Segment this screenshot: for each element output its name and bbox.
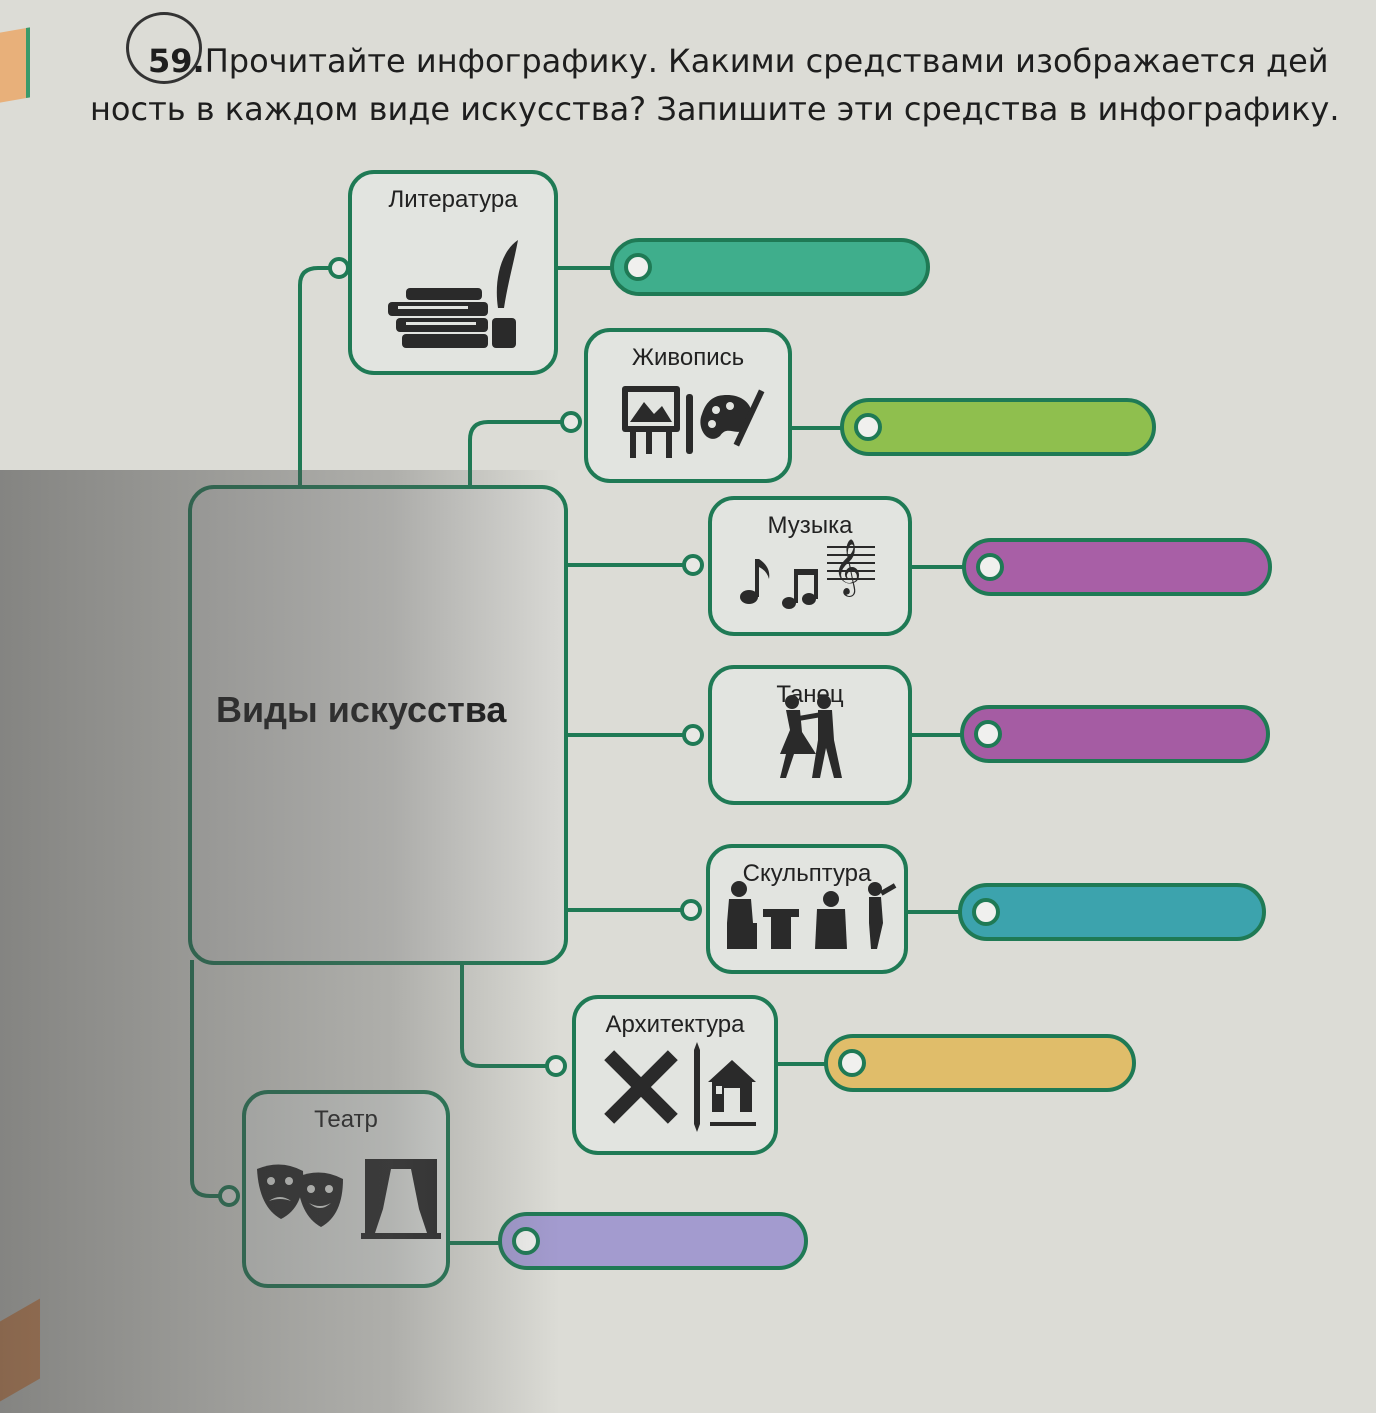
art-node-painting: Живопись	[584, 328, 792, 483]
task-title-line-1: 59.Прочитайте инфографику. Какими средст…	[148, 42, 1329, 80]
masks-stage-icon	[246, 1149, 446, 1244]
connector-painting	[468, 420, 570, 485]
answer-field-painting[interactable]	[840, 398, 1156, 456]
answer-dot-sculpture	[972, 898, 1000, 926]
connector-architecture	[460, 965, 555, 1068]
answer-dot-music	[976, 553, 1004, 581]
art-node-architecture: Архитектура	[572, 995, 778, 1155]
art-label-music: Музыка	[767, 512, 853, 539]
answer-field-architecture[interactable]	[824, 1034, 1136, 1092]
art-node-music: Музыка 𝄞	[708, 496, 912, 636]
connector-dot-architecture	[545, 1055, 567, 1077]
connector-literature	[298, 266, 340, 485]
connector-theatre	[190, 960, 228, 1198]
answer-field-sculpture[interactable]	[958, 883, 1266, 941]
answer-field-theatre[interactable]	[498, 1212, 808, 1270]
answer-field-music[interactable]	[962, 538, 1272, 596]
answer-field-dance[interactable]	[960, 705, 1270, 763]
svg-text:𝄞: 𝄞	[833, 539, 861, 597]
connector-dot-sculpture	[680, 899, 702, 921]
books-quill-icon	[352, 232, 554, 357]
task-text-1: Прочитайте инфографику. Какими средствам…	[204, 42, 1329, 80]
answer-field-literature[interactable]	[610, 238, 930, 296]
art-label-theatre: Театр	[314, 1106, 378, 1133]
connector-dot-theatre	[218, 1185, 240, 1207]
art-node-sculpture: Скульптура	[706, 844, 908, 974]
connector-dot-painting	[560, 411, 582, 433]
music-notes-icon: 𝄞	[712, 533, 908, 618]
center-label: Виды искусства	[216, 689, 507, 730]
easel-palette-icon	[588, 380, 788, 465]
art-label-literature: Литература	[388, 186, 518, 213]
art-label-painting: Живопись	[631, 344, 745, 371]
sculptor-statues-icon	[710, 871, 904, 956]
ruler-house-icon	[576, 1042, 774, 1137]
dancers-icon	[712, 692, 908, 787]
answer-dot-architecture	[838, 1049, 866, 1077]
art-label-sculpture: Скульптура	[742, 860, 872, 887]
connector-dot-dance	[682, 724, 704, 746]
task-number: 59.	[148, 42, 205, 80]
connector-dot-literature	[328, 257, 350, 279]
answer-dot-painting	[854, 413, 882, 441]
answer-dot-theatre	[512, 1227, 540, 1255]
art-node-theatre: Театр	[242, 1090, 450, 1288]
center-node: Виды искусства	[188, 485, 568, 965]
art-label-architecture: Архитектура	[605, 1011, 745, 1038]
task-title-line-2: ность в каждом виде искусства? Запишите …	[90, 90, 1340, 128]
art-node-literature: Литература	[348, 170, 558, 375]
connector-dot-music	[682, 554, 704, 576]
task-number-circle	[126, 12, 202, 84]
art-node-dance: Танец	[708, 665, 912, 805]
answer-dot-literature	[624, 253, 652, 281]
answer-dot-dance	[974, 720, 1002, 748]
